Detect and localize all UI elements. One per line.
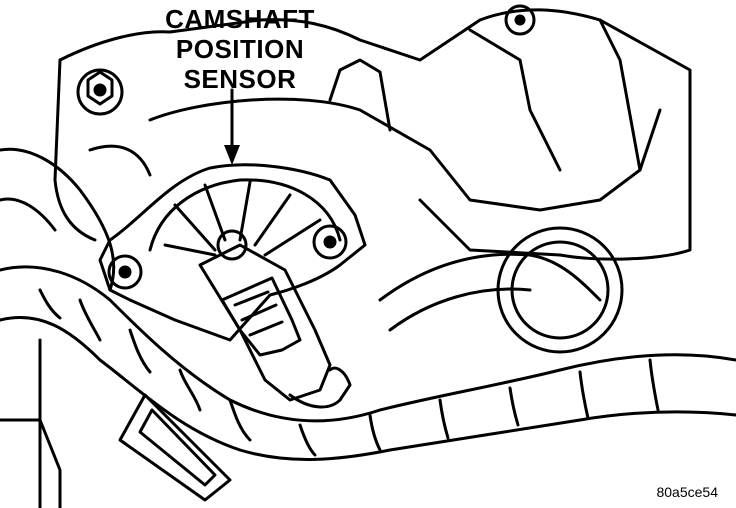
callout-line-3: SENSOR	[183, 64, 297, 94]
callout-line-1: CAMSHAFT	[165, 4, 315, 34]
sensor-flange	[98, 163, 367, 342]
block-bolt	[504, 4, 536, 36]
flange-bolt-left	[107, 254, 143, 290]
callout-line-2: POSITION	[175, 34, 305, 64]
sensor-connector	[198, 229, 352, 409]
flange-bolt-right	[312, 224, 348, 260]
engine-block	[53, 8, 692, 261]
figure-id: 80a5ce54	[656, 484, 718, 500]
wiring-harness	[0, 147, 736, 461]
callout-label: CAMSHAFT POSITION SENSOR	[150, 4, 330, 94]
lower-bracket	[0, 338, 232, 508]
block-bolt	[76, 68, 124, 116]
callout-arrow	[224, 88, 240, 165]
